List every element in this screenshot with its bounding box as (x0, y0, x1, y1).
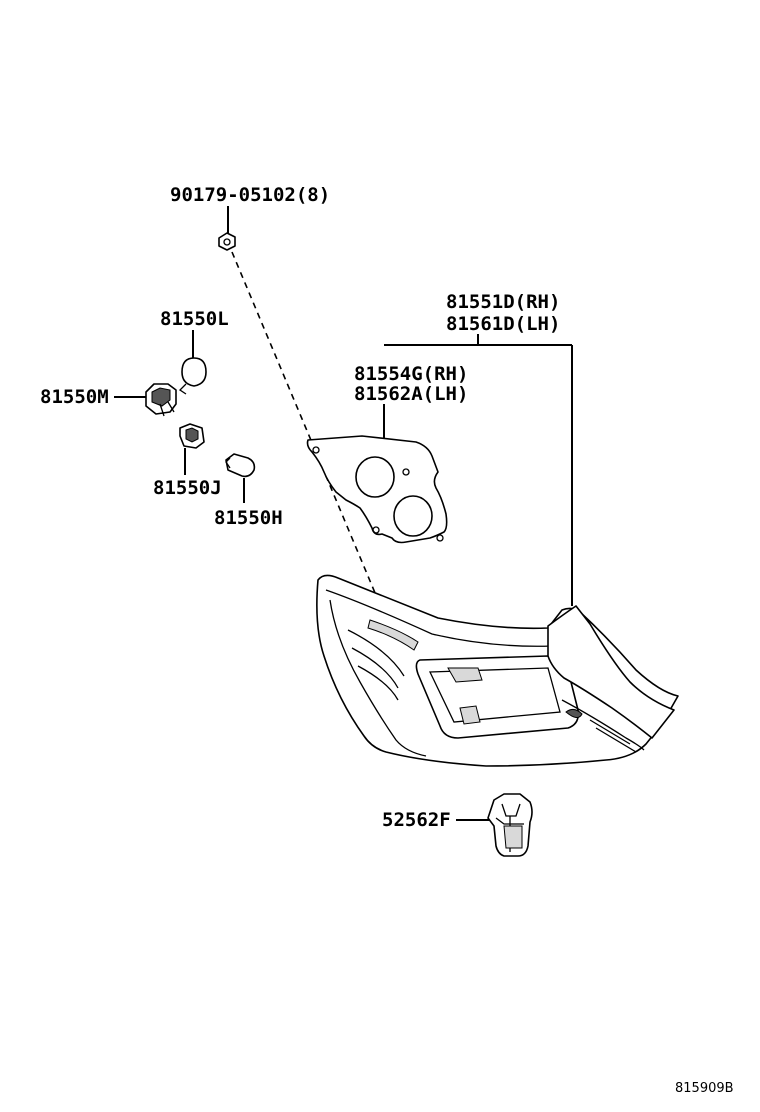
bulb-h-callout[interactable]: 81550H (214, 478, 283, 529)
gasket-rh-part-number: 81554G(RH) (354, 363, 468, 385)
bulb-l-icon[interactable] (178, 357, 207, 395)
gasket-lh-part-number: 81562A(LH) (354, 383, 468, 405)
socket-j-icon[interactable] (179, 423, 205, 449)
lamp-lh-part-number: 81561D(LH) (446, 313, 560, 335)
socket-j-callout[interactable]: 81550J (153, 448, 222, 499)
gasket-callout[interactable]: 81554G(RH) 81562A(LH) (354, 363, 468, 438)
lamp-rh-part-number: 81551D(RH) (446, 291, 560, 313)
bulb-h-part-number: 81550H (214, 507, 283, 529)
screw-part-number: 90179-05102(8) (170, 184, 330, 206)
clip-callout[interactable]: 52562F (382, 809, 490, 831)
gasket-icon[interactable] (306, 435, 448, 544)
bulb-l-callout[interactable]: 81550L (160, 308, 229, 360)
socket-j-part-number: 81550J (153, 477, 222, 499)
diagram-id: 815909B (675, 1081, 734, 1096)
clip-icon[interactable] (487, 793, 533, 857)
tail-lamp-icon[interactable] (316, 574, 679, 767)
screw-callout[interactable]: 90179-05102(8) (170, 184, 330, 234)
socket-m-callout[interactable]: 81550M (40, 386, 146, 408)
bulb-h-icon[interactable] (225, 453, 256, 478)
screw-icon[interactable] (218, 232, 236, 251)
lamp-assembly-callout[interactable]: 81551D(RH) 81561D(LH) (384, 291, 573, 606)
bulb-l-part-number: 81550L (160, 308, 229, 330)
clip-part-number: 52562F (382, 809, 451, 831)
socket-m-icon[interactable] (145, 383, 177, 417)
socket-m-part-number: 81550M (40, 386, 109, 408)
screw-mounting-dashed-line (231, 251, 379, 601)
